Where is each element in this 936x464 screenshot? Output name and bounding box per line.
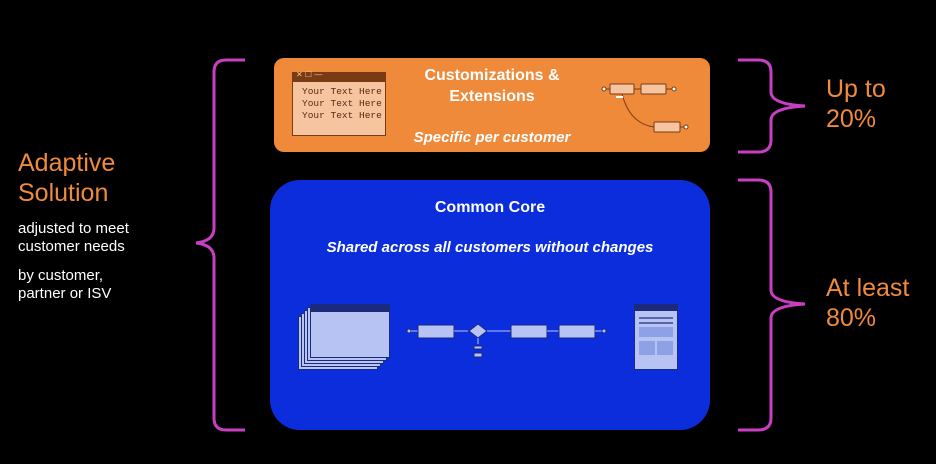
core-flow-diagram-icon <box>406 323 607 358</box>
text-window: ✕ ☐ — Your Text Here Your Text Here Your… <box>292 70 386 136</box>
up-to-line-2: 20% <box>826 105 877 133</box>
customizations-subtitle: Specific per customer <box>413 129 571 146</box>
up-to-20-label: Up to 20% <box>826 74 886 134</box>
customizations-title-line-2: Extensions <box>449 88 535 105</box>
window-text-line: Your Text Here <box>302 86 382 97</box>
right-bracket-top <box>738 58 806 154</box>
title-line-1: Adaptive <box>18 149 116 177</box>
stacked-windows-icon <box>298 304 390 374</box>
adjusted-text: adjusted to meet customer needs <box>18 220 129 256</box>
common-core-title: Common Core <box>434 199 546 216</box>
window-text-line: Your Text Here <box>302 98 382 109</box>
at-least-line-2: 80% <box>826 304 877 332</box>
customizations-title: Customizations & Extensions <box>384 65 600 107</box>
window-titlebar: ✕ ☐ — <box>293 70 385 82</box>
adjusted-line-2: customer needs <box>18 238 125 255</box>
right-bracket-bottom <box>738 178 806 432</box>
form-document-icon <box>634 304 678 370</box>
adjusted-line-1: adjusted to meet <box>18 220 129 237</box>
customizations-box: ✕ ☐ — Your Text Here Your Text Here Your… <box>274 58 710 152</box>
common-core-box: Common Core Shared across all customers … <box>270 180 710 430</box>
at-least-80-label: At least 80% <box>826 273 909 333</box>
window-text-line: Your Text Here <box>302 110 382 121</box>
customizations-title-line-1: Customizations & <box>424 67 560 84</box>
window-controls-icon: ✕ ☐ — <box>296 70 323 79</box>
by-customer-line-1: by customer, <box>18 267 104 284</box>
at-least-line-1: At least <box>826 274 910 302</box>
adaptive-solution-title: Adaptive Solution <box>18 148 115 208</box>
by-customer-text: by customer, partner or ISV <box>18 267 111 303</box>
by-customer-line-2: partner or ISV <box>18 285 112 302</box>
up-to-line-1: Up to <box>826 75 886 103</box>
common-core-subtitle: Shared across all customers without chan… <box>326 239 654 256</box>
flow-diagram-icon <box>601 83 689 133</box>
title-line-2: Solution <box>18 179 109 207</box>
